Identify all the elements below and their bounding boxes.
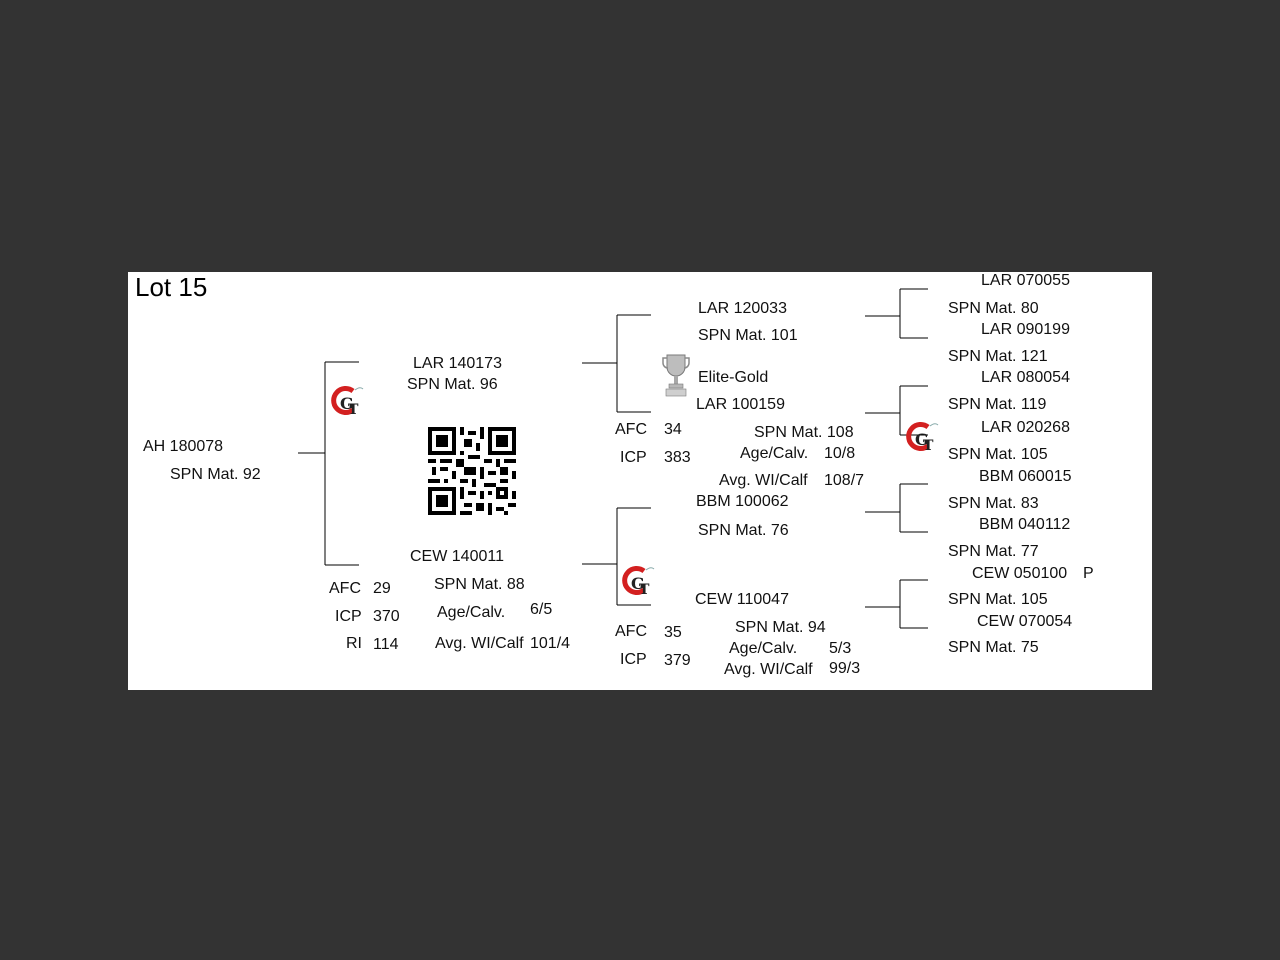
dam-sire-id: BBM 100062 — [696, 493, 789, 510]
dam-dam-age-calv-label: Age/Calv. — [729, 640, 798, 657]
ggp-dam-sire-sire-id: BBM 060015 — [979, 468, 1072, 485]
dam-spn-mat: SPN Mat. 88 — [434, 576, 525, 593]
dam-dam-id: CEW 110047 — [695, 591, 789, 608]
sire-dam-afc-value: 34 — [664, 421, 682, 438]
ggp-dam-sire-dam-spn-mat: SPN Mat. 77 — [948, 543, 1039, 560]
dam-afc-value: 29 — [373, 580, 391, 597]
ggp-sire-sire-dam-spn-mat: SPN Mat. 121 — [948, 348, 1048, 365]
ggp-dam-dam-dam-id: CEW 070054 — [977, 613, 1073, 630]
card-right-edge — [1136, 272, 1142, 690]
card-left-edge — [128, 272, 134, 690]
svg-text:T: T — [639, 582, 650, 598]
dam-dam-avg-wi-value: 99/3 — [829, 660, 861, 677]
gt-breeder-logo-icon: G T — [906, 422, 939, 454]
sire-dam-id: LAR 100159 — [696, 396, 785, 413]
ggp-sire-dam-sire-spn-mat: SPN Mat. 119 — [948, 396, 1047, 413]
svg-text:T: T — [923, 438, 934, 454]
subject-spn-mat: SPN Mat. 92 — [170, 466, 261, 483]
pedigree-card: Lot 15 AH 180078 SPN Mat. 92 G T G T G T… — [128, 272, 1152, 690]
dam-age-calv-value: 6/5 — [530, 601, 553, 618]
trophy-icon — [662, 354, 690, 397]
ggp-dam-dam-sire-id: CEW 050100 — [972, 565, 1068, 582]
dam-dam-icp-value: 379 — [664, 652, 691, 669]
sire-dam-icp-value: 383 — [664, 449, 691, 466]
gt-breeder-logo-icon: G T — [331, 386, 364, 418]
sire-sire-spn-mat: SPN Mat. 101 — [698, 327, 798, 344]
sire-dam-afc-label: AFC — [615, 421, 647, 438]
svg-text:G: G — [631, 574, 645, 593]
ggp-dam-dam-sire-flag: P — [1083, 565, 1094, 582]
sire-dam-avg-wi-label: Avg. WI/Calf — [719, 472, 808, 489]
subject-id: AH 180078 — [143, 438, 224, 455]
dam-icp-label: ICP — [335, 608, 362, 625]
dam-afc-label: AFC — [329, 580, 361, 597]
dam-dam-afc-value: 35 — [664, 624, 682, 641]
dam-dam-afc-label: AFC — [615, 623, 647, 640]
sire-dam-age-calv-value: 10/8 — [824, 445, 856, 462]
ggp-sire-dam-dam-spn-mat: SPN Mat. 105 — [948, 446, 1048, 463]
ggp-sire-dam-sire-id: LAR 080054 — [981, 369, 1070, 386]
dam-dam-spn-mat: SPN Mat. 94 — [735, 619, 826, 636]
ggp-dam-sire-dam-id: BBM 040112 — [979, 516, 1071, 533]
ggp-sire-dam-dam-id: LAR 020268 — [981, 419, 1070, 436]
qr-code-icon[interactable] — [428, 427, 516, 515]
dam-avg-wi-label: Avg. WI/Calf — [435, 635, 524, 652]
dam-sire-spn-mat: SPN Mat. 76 — [698, 522, 789, 539]
award-label: Elite-Gold — [698, 369, 769, 386]
dam-age-calv-label: Age/Calv. — [437, 604, 506, 621]
sire-sire-id: LAR 120033 — [698, 300, 787, 317]
ggp-dam-dam-sire-spn-mat: SPN Mat. 105 — [948, 591, 1048, 608]
ggp-dam-sire-sire-spn-mat: SPN Mat. 83 — [948, 495, 1039, 512]
dam-dam-avg-wi-label: Avg. WI/Calf — [724, 661, 813, 678]
dam-icp-value: 370 — [373, 608, 400, 625]
ggp-sire-sire-sire-id: LAR 070055 — [981, 272, 1070, 289]
ggp-sire-sire-dam-id: LAR 090199 — [981, 321, 1070, 338]
sire-dam-avg-wi-value: 108/7 — [824, 472, 865, 489]
ggp-dam-dam-dam-spn-mat: SPN Mat. 75 — [948, 639, 1039, 656]
lot-title: Lot 15 — [135, 272, 208, 302]
dam-dam-icp-label: ICP — [620, 651, 647, 668]
sire-spn-mat: SPN Mat. 96 — [407, 376, 498, 393]
dam-avg-wi-value: 101/4 — [530, 635, 571, 652]
sire-dam-age-calv-label: Age/Calv. — [740, 445, 809, 462]
ggp-sire-sire-sire-spn-mat: SPN Mat. 80 — [948, 300, 1039, 317]
svg-text:G: G — [915, 430, 929, 449]
svg-text:G: G — [340, 394, 354, 413]
sire-dam-spn-mat: SPN Mat. 108 — [754, 424, 854, 441]
svg-text:T: T — [348, 402, 359, 418]
dam-dam-age-calv-value: 5/3 — [829, 640, 852, 657]
gt-breeder-logo-icon: G T — [622, 566, 655, 598]
sire-dam-icp-label: ICP — [620, 449, 647, 466]
dam-ri-value: 114 — [373, 636, 399, 653]
dam-id: CEW 140011 — [410, 548, 504, 565]
sire-id: LAR 140173 — [413, 355, 502, 372]
dam-ri-label: RI — [346, 635, 362, 652]
